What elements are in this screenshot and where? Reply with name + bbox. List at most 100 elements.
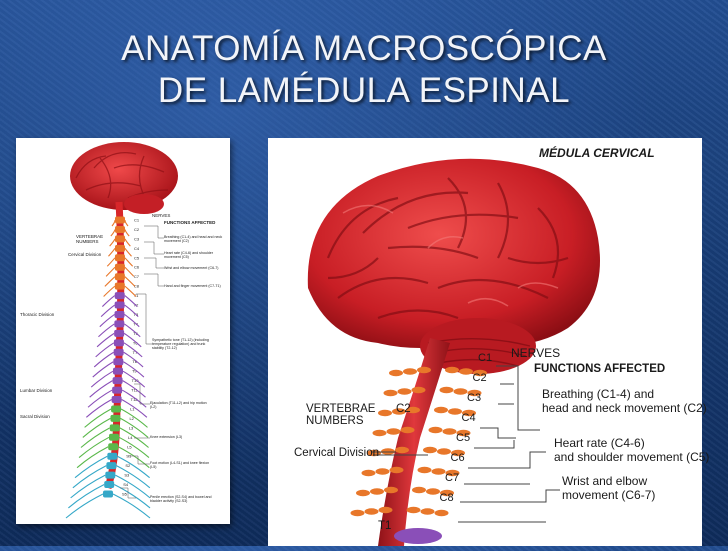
segment-label-T8: T8 xyxy=(132,359,137,364)
vertebra-T1 xyxy=(394,528,442,544)
cervical-segments xyxy=(350,366,487,544)
nerve-S5-left xyxy=(65,493,104,519)
nerve-root-left-C8-2 xyxy=(364,508,379,515)
nerve-root-left-C1-3 xyxy=(389,369,403,377)
nerve-L3-left xyxy=(80,427,111,448)
nerve-root-left-C8-1 xyxy=(378,506,393,514)
nerve-T7-right xyxy=(123,351,144,368)
segment-label-S5: S5 xyxy=(122,492,128,497)
nerve-C3-right xyxy=(124,238,131,247)
spinal-segments: C1C2C3C4C5C6C7C8T1T2T3T4T5T6T7T8T9T10T11… xyxy=(103,216,140,498)
function-8: Foot motion (L4-S1) and knee flexion (L5… xyxy=(150,461,210,470)
function-6: Ejaculation (T11-L2) and hip motion (L2) xyxy=(150,401,207,410)
nerve-root-C5-1 xyxy=(423,446,437,454)
nerve-T11-left xyxy=(87,389,113,408)
nerve-root-C7-3 xyxy=(440,489,454,497)
function-5: Sympathetic tone (T1-12) (including temp… xyxy=(152,338,209,351)
nerve-T10-left xyxy=(89,380,113,398)
nerve-C8-left xyxy=(103,285,116,297)
nerve-S2-left xyxy=(72,465,107,489)
segment-label-T1: T1 xyxy=(134,293,139,298)
vertebra-S4 xyxy=(104,481,115,489)
function-9: Penile erection (S2-S4) and bowel and bl… xyxy=(150,495,212,504)
cervical-caption: MÉDULA CERVICAL xyxy=(539,146,655,160)
function-bracket-lines xyxy=(120,225,164,499)
vertebra-T3 xyxy=(114,310,125,318)
nerve-T1-left xyxy=(101,295,116,307)
segment-label-L5: L5 xyxy=(127,444,132,449)
vertebrae-pointer-lines xyxy=(372,451,428,456)
nerve-C6-left xyxy=(105,266,116,277)
nerve-T3-left xyxy=(99,314,115,328)
function-bracket-lines xyxy=(458,365,560,523)
vertebra-C6 xyxy=(114,263,125,271)
nerve-root-C8-1 xyxy=(406,506,421,514)
nerve-T4-left xyxy=(98,323,115,338)
vertebra-L3 xyxy=(109,424,120,432)
nerve-T6-left xyxy=(95,342,115,358)
cervical-cord-figure: MÉDULA CERVICAL NERVES FUNCTIONS AFFECTE… xyxy=(268,138,709,546)
function-1: Breathing (C1-4) and head and neck movem… xyxy=(164,235,223,244)
nerve-C7-right xyxy=(124,276,136,287)
segment-label-T10: T10 xyxy=(132,378,140,383)
segment-label-L1: L1 xyxy=(130,406,135,411)
nerve-L5-left xyxy=(76,446,109,469)
nerve-root-C2-3 xyxy=(467,389,482,397)
nerve-root-C2-2 xyxy=(453,388,468,395)
vertebra-S1 xyxy=(107,452,118,460)
vertebra-L4 xyxy=(109,433,120,441)
vertebra-C4 xyxy=(114,244,125,252)
nerve-root-left-C1-1 xyxy=(417,366,431,374)
segment-label-T11: T11 xyxy=(131,388,138,393)
nerve-T4-right xyxy=(124,323,141,338)
nerve-root-C3-3 xyxy=(462,409,476,417)
nerve-C2-left xyxy=(110,229,116,237)
segment-label-S3: S3 xyxy=(124,473,130,478)
sacral-division-label: Sacral Division xyxy=(20,414,50,419)
segment-label-C3: C3 xyxy=(134,236,140,241)
nerve-S4-left xyxy=(68,484,105,509)
segment-label-C5: C5 xyxy=(456,432,471,444)
cervical-division-label: Cervical Division xyxy=(68,252,102,257)
vertebra-T10 xyxy=(112,377,123,385)
nerve-L1-right xyxy=(120,408,148,428)
nerve-S1-right xyxy=(117,455,150,479)
segment-label-C4: C4 xyxy=(461,412,476,424)
segment-label-C6: C6 xyxy=(450,452,465,464)
nerve-root-left-C7-3 xyxy=(356,489,370,497)
vertebra-T12 xyxy=(111,396,122,404)
vertebrae-numbers-label: VERTEBRAE NUMBERS xyxy=(76,234,104,244)
nerve-root-left-C2-3 xyxy=(383,389,398,397)
segment-label-C8: C8 xyxy=(439,492,454,504)
slide-title-line1: ANATOMÍA MACROSCÓPICA xyxy=(121,29,607,68)
t1-vertebra-label: T1 xyxy=(378,520,392,532)
nerve-C1-right xyxy=(124,219,129,227)
nerve-root-C5-3 xyxy=(451,449,465,457)
segment-label-C1: C1 xyxy=(478,352,493,364)
segment-label-T7: T7 xyxy=(133,350,138,355)
vertebra-T2 xyxy=(114,301,125,309)
segment-label-C8: C8 xyxy=(134,284,140,289)
nerve-T1-right xyxy=(124,295,138,307)
thoracic-division-label: Thoracic Division xyxy=(20,312,55,317)
segment-label-C7: C7 xyxy=(134,274,140,279)
vertebra-T4 xyxy=(114,320,125,328)
nerve-C8-right xyxy=(124,285,137,297)
vertebra-T1 xyxy=(114,292,125,300)
segment-label-C3: C3 xyxy=(467,392,482,404)
nerve-T3-right xyxy=(124,314,140,328)
nerve-root-left-C4-2 xyxy=(386,428,401,435)
vertebra-T8 xyxy=(113,358,124,366)
segment-label-T9: T9 xyxy=(132,369,137,374)
nerve-T7-left xyxy=(93,351,114,368)
nerve-C4-right xyxy=(124,248,132,257)
nerve-root-left-C6-2 xyxy=(375,468,390,475)
segment-label-L2: L2 xyxy=(129,416,134,421)
vertebra-S5 xyxy=(103,490,113,498)
nerve-root-left-C3-1 xyxy=(406,406,420,414)
segment-label-T2: T2 xyxy=(134,303,139,308)
segment-label-C2: C2 xyxy=(472,372,487,384)
nerve-root-C6-3 xyxy=(445,469,460,477)
segment-label-S4: S4 xyxy=(123,482,129,487)
vertebra-S3 xyxy=(105,471,116,479)
